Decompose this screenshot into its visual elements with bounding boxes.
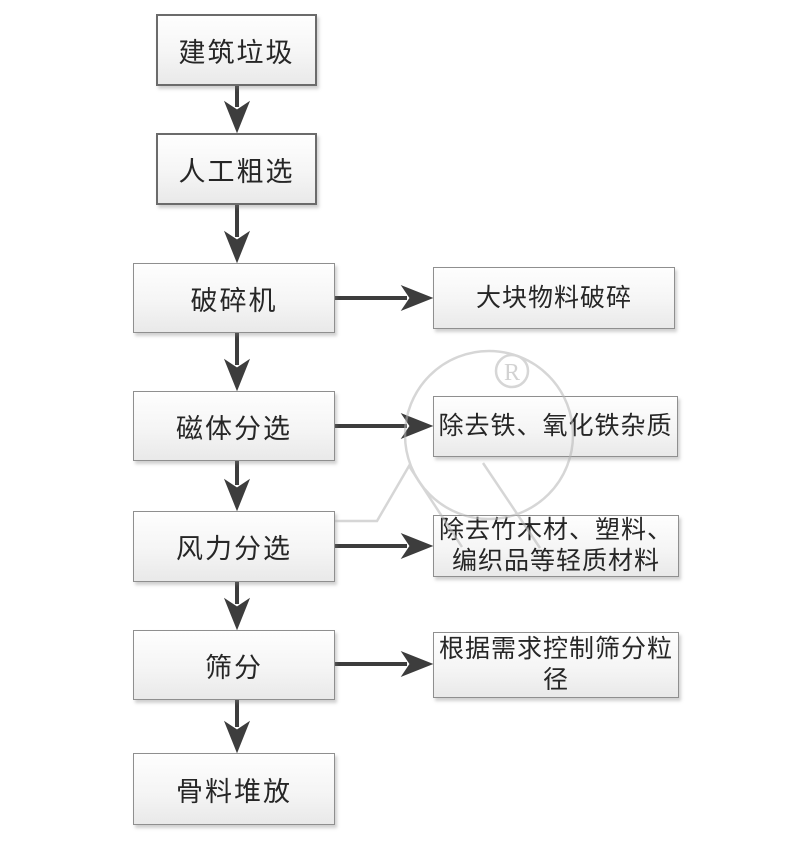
flow-node-manual-rough-sorting: 人工粗选 [156, 133, 317, 205]
flow-node-construction-waste: 建筑垃圾 [156, 14, 317, 86]
arrow-air-to-screening [223, 582, 251, 631]
arrow-screening-to-stacking [223, 700, 251, 754]
arrow-crusher-to-magnetic [223, 333, 251, 392]
arrow-crusher-to-annotation [335, 284, 434, 312]
annotation-remove-light-materials: 除去竹木材、塑料、编织品等轻质材料 [433, 515, 679, 577]
annotation-particle-size-control: 根据需求控制筛分粒径 [433, 632, 679, 698]
flow-node-air-separation: 风力分选 [133, 511, 335, 582]
flow-node-aggregate-stacking: 骨料堆放 [133, 753, 335, 825]
arrow-magnetic-to-air [223, 461, 251, 512]
arrow-waste-to-sorting [223, 86, 251, 134]
flow-node-magnetic-separation: 磁体分选 [133, 391, 335, 461]
arrow-magnetic-to-annotation [335, 412, 434, 440]
flow-node-screening: 筛分 [133, 630, 335, 700]
registered-trademark-letter: R [504, 360, 520, 386]
registered-trademark-icon [494, 353, 530, 389]
annotation-large-material-crushing: 大块物料破碎 [433, 267, 675, 329]
arrow-screening-to-annotation [335, 650, 434, 678]
arrow-sorting-to-crusher [223, 205, 251, 264]
flow-node-crusher: 破碎机 [133, 263, 335, 333]
arrow-air-to-annotation [335, 532, 434, 560]
annotation-remove-iron-impurities: 除去铁、氧化铁杂质 [433, 396, 678, 457]
